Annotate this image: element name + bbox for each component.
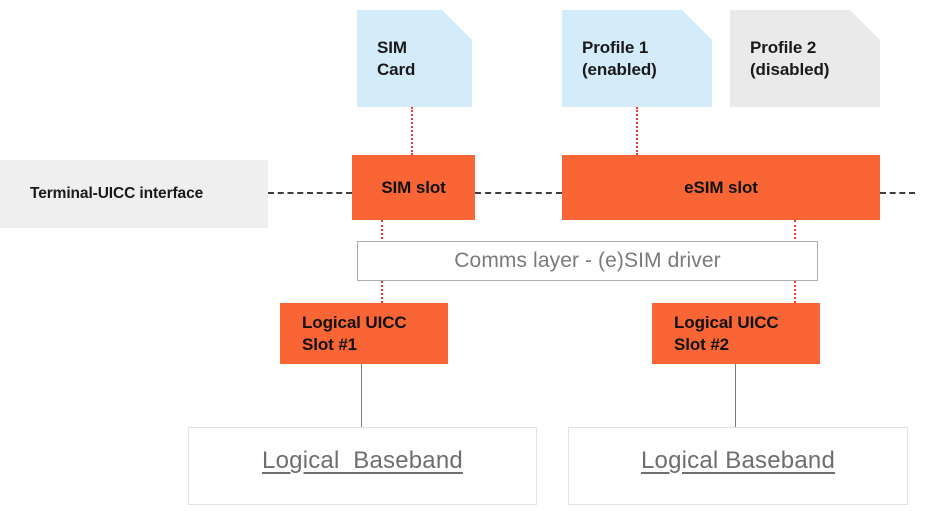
profile-2-label: Profile 2 (disabled) — [750, 37, 830, 79]
logical-baseband-2-node[interactable]: Logical Baseband — [568, 427, 908, 505]
logical-baseband-1-node[interactable]: Logical Baseband — [188, 427, 537, 505]
profile-2-node[interactable]: Profile 2 (disabled) — [730, 10, 880, 107]
logical-baseband-1-label: Logical Baseband — [262, 447, 463, 474]
comms-layer-node: Comms layer - (e)SIM driver — [357, 241, 818, 281]
sim-slot-node[interactable]: SIM slot — [352, 155, 475, 220]
esim-slot-label: eSIM slot — [684, 177, 758, 197]
logical-uicc-slot-2-node[interactable]: Logical UICC Slot #2 — [652, 303, 820, 364]
terminal-uicc-interface-label: Terminal-UICC interface — [30, 185, 204, 203]
logical-uicc-slot-2-label: Logical UICC Slot #2 — [674, 312, 779, 354]
esim-slot-node[interactable]: eSIM slot — [562, 155, 880, 220]
connector-sim-card-to-sim-slot — [411, 107, 413, 155]
bus-esim-slot-to-edge — [880, 192, 915, 194]
terminal-uicc-interface-node: Terminal-UICC interface — [0, 160, 268, 228]
sim-card-node[interactable]: SIM Card — [357, 10, 472, 107]
connector-profile1-to-esim-slot — [636, 107, 638, 155]
comms-layer-label: Comms layer - (e)SIM driver — [454, 248, 721, 272]
profile-1-label: Profile 1 (enabled) — [582, 37, 657, 79]
profile-1-node[interactable]: Profile 1 (enabled) — [562, 10, 712, 107]
sim-card-label: SIM Card — [377, 37, 416, 79]
bus-sim-slot-to-esim-slot — [475, 192, 562, 194]
logical-uicc-slot-1-node[interactable]: Logical UICC Slot #1 — [280, 303, 448, 364]
logical-baseband-2-label: Logical Baseband — [640, 447, 836, 474]
connector-logical-uicc-1-to-baseband-1 — [361, 364, 362, 427]
logical-uicc-slot-1-label: Logical UICC Slot #1 — [302, 312, 407, 354]
bus-interface-to-sim-slot — [268, 192, 352, 194]
connector-logical-uicc-2-to-baseband-2 — [735, 364, 736, 427]
sim-slot-label: SIM slot — [381, 177, 446, 197]
